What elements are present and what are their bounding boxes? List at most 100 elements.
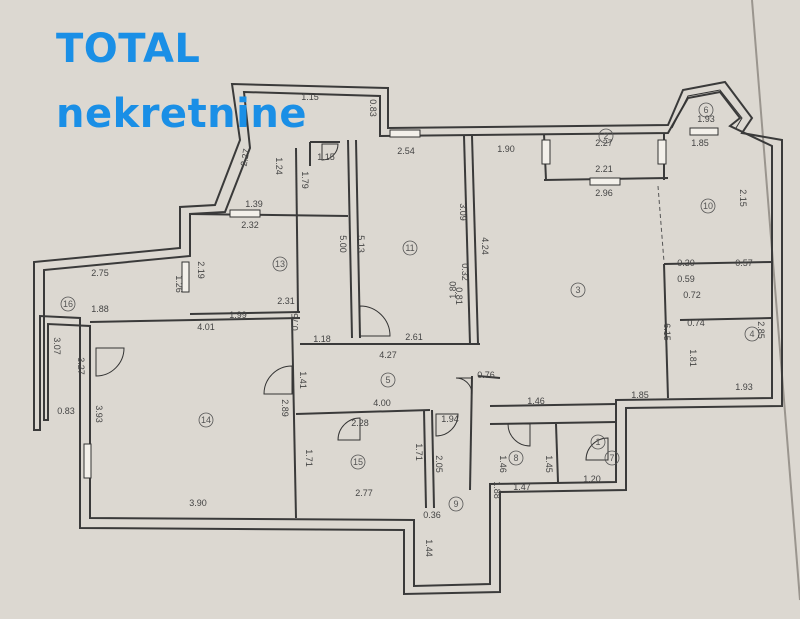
dimension-label: 1.15: [317, 152, 335, 162]
window: [589, 177, 621, 186]
dimension-label: 0.75: [290, 313, 300, 331]
door-swing: [585, 437, 609, 461]
wall: [469, 375, 473, 491]
dimension-label: 2.75: [91, 268, 109, 278]
dimension-label: 2.89: [280, 399, 290, 417]
room-number: 3: [575, 285, 580, 295]
dimension-label: 1.94: [441, 414, 459, 424]
dimension-label: 1.99: [229, 310, 247, 320]
window: [229, 209, 261, 218]
dimension-label: 1.81: [688, 349, 698, 367]
room-marker: [380, 372, 396, 388]
walls: [33, 80, 783, 596]
dimension-label: 2.54: [397, 146, 415, 156]
dimension-label: 1.79: [300, 171, 310, 189]
wall: [189, 213, 349, 217]
wall: [295, 409, 431, 415]
dimension-label: 1.46: [498, 455, 508, 473]
dimension-label: 6.15: [662, 323, 672, 341]
room-marker: [570, 282, 586, 298]
dimension-label: 1.20: [583, 474, 601, 484]
dimension-label: 1.88: [492, 481, 502, 499]
dimension-label: 2.15: [738, 189, 748, 207]
window: [83, 443, 92, 479]
dimension-label: 0.72: [683, 290, 701, 300]
wall: [471, 135, 479, 345]
window: [389, 129, 421, 138]
window: [181, 261, 190, 293]
wall: [347, 139, 353, 339]
room-marker: [272, 256, 288, 272]
dimension-label: 0.74: [687, 318, 705, 328]
dimension-label: 3.09: [458, 203, 468, 221]
dashed-partition: [657, 185, 665, 263]
dimension-label: 1.39: [245, 199, 263, 209]
room-number: 15: [353, 457, 363, 467]
room-marker: [402, 240, 418, 256]
brand-subtitle: nekretnine: [56, 91, 307, 137]
room-number: 1: [595, 437, 600, 447]
wall: [489, 403, 617, 407]
room-number: 9: [453, 499, 458, 509]
room-marker: [598, 128, 614, 144]
door-swing: [263, 365, 293, 395]
window: [657, 139, 667, 165]
dimension-label: 1.71: [414, 443, 424, 461]
room-number: 8: [513, 453, 518, 463]
room-number: 4: [749, 329, 754, 339]
room-marker: [700, 198, 716, 214]
room-marker: [60, 296, 76, 312]
dimension-label: 1.93: [735, 382, 753, 392]
dimension-label: 2.85: [756, 321, 766, 339]
dimension-label: 1.41: [298, 371, 308, 389]
dimension-label: 0.83: [57, 406, 75, 416]
room-marker: [198, 412, 214, 428]
room-marker: [604, 450, 620, 466]
outer-wall-inner: [43, 90, 773, 588]
dimension-label: 1.46: [527, 396, 545, 406]
room-number: 6: [703, 105, 708, 115]
dimension-label: 0.83: [368, 99, 378, 117]
dimension-label: 3.07: [52, 337, 62, 355]
wall: [189, 311, 301, 315]
door-swing: [455, 377, 473, 395]
room-marker: [744, 326, 760, 342]
dimension-label: 0.81: [454, 287, 464, 305]
wall: [663, 261, 773, 265]
dimension-label: 2.31: [277, 296, 295, 306]
door-swing: [321, 143, 339, 161]
dimension-label: 1.71: [304, 449, 314, 467]
dimension-label: 2.21: [595, 164, 613, 174]
dimension-label: 2.32: [241, 220, 259, 230]
dimension-label: 1.88: [91, 304, 109, 314]
dimension-label: 1.18: [313, 334, 331, 344]
room-number: 5: [385, 375, 390, 385]
windows: [83, 127, 719, 479]
dimension-label: 2.19: [196, 261, 206, 279]
door-swing: [337, 417, 361, 441]
room-number: 14: [201, 415, 211, 425]
dimension-label: 4.27: [379, 350, 397, 360]
dimension-label: 5.00: [338, 235, 348, 253]
door-swing: [507, 423, 531, 447]
dimension-label: 0.59: [677, 274, 695, 284]
wall: [463, 135, 471, 345]
dimension-label: 1.93: [697, 114, 715, 124]
dimension-label: 2.96: [595, 188, 613, 198]
door-swing: [95, 347, 125, 377]
room-number: 16: [63, 299, 73, 309]
dimension-label: 0.30: [677, 258, 695, 268]
room-number: 2: [603, 131, 608, 141]
dimension-label: 2.28: [351, 418, 369, 428]
dimension-label: 0.36: [423, 510, 441, 520]
dimension-label: 1.44: [424, 539, 434, 557]
door-swing: [359, 305, 391, 337]
dimension-label: 0.32: [460, 263, 470, 281]
dimension-label: 1.45: [544, 455, 554, 473]
wall: [295, 147, 299, 313]
